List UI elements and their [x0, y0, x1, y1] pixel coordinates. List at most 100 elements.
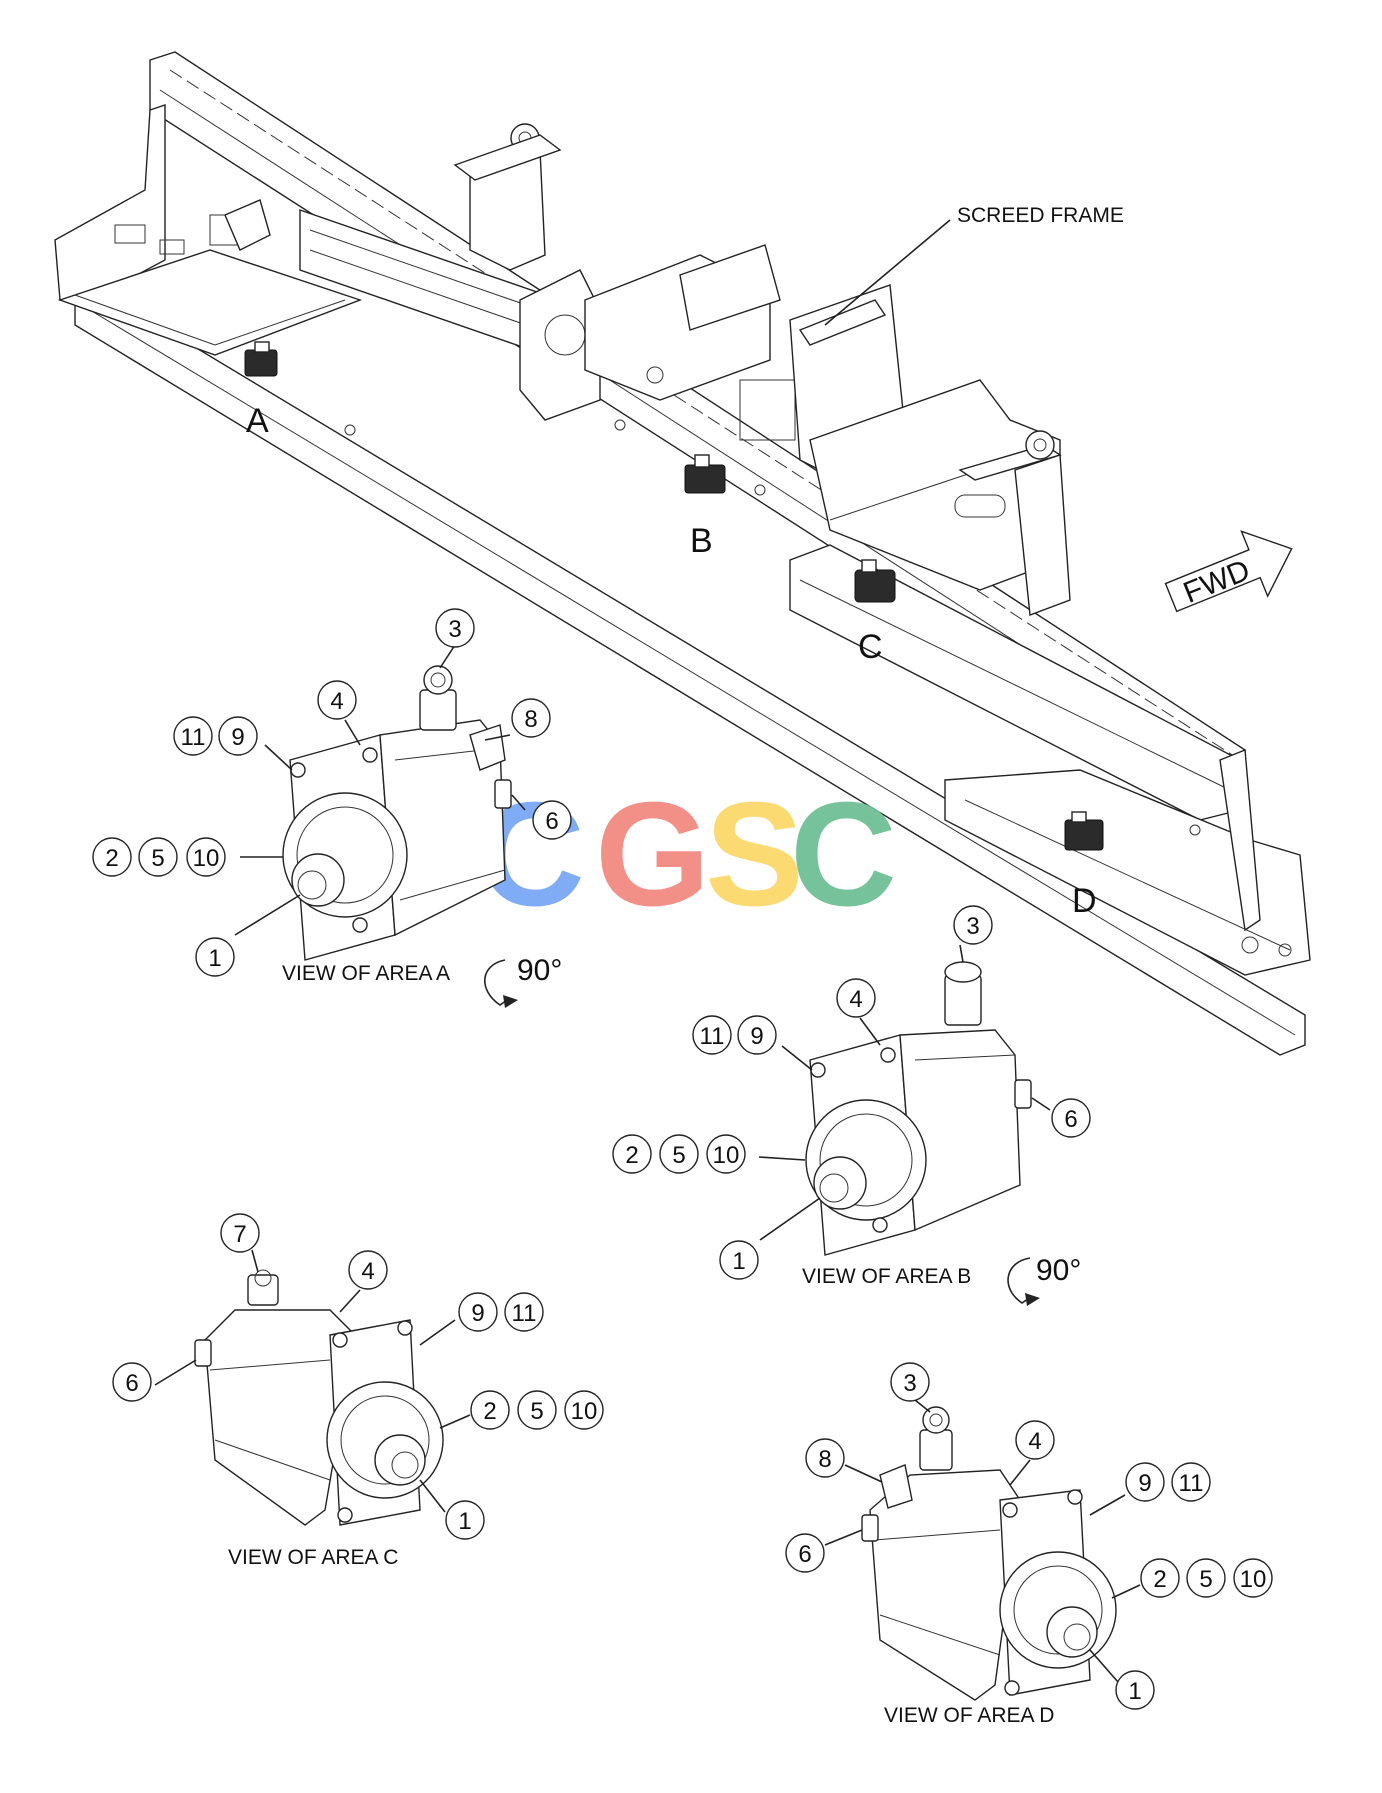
callout-bubble: 9 — [1125, 1462, 1165, 1502]
callout-bubble: 6 — [785, 1533, 825, 1573]
callout-bubble: 4 — [317, 680, 357, 720]
svg-text:8: 8 — [818, 1446, 831, 1473]
svg-text:9: 9 — [471, 1300, 484, 1327]
svg-text:1: 1 — [1128, 1678, 1141, 1705]
callout-bubble: 5 — [659, 1134, 699, 1174]
callout-bubble: 3 — [435, 608, 475, 648]
svg-text:9: 9 — [231, 724, 244, 751]
svg-text:6: 6 — [798, 1541, 811, 1568]
motor-drawing — [282, 665, 512, 961]
callout-bubble: 10 — [564, 1390, 604, 1430]
area-a-letter: A — [246, 402, 269, 440]
area-b-letter: B — [690, 522, 713, 560]
callout-bubble: 3 — [953, 905, 993, 945]
callout-bubble: 5 — [1186, 1558, 1226, 1598]
view-caption: VIEW OF AREA D — [884, 1704, 1054, 1727]
svg-text:4: 4 — [361, 1258, 374, 1285]
svg-text:10: 10 — [1240, 1566, 1267, 1593]
watermark-letter: C — [790, 772, 897, 937]
callout-bubble: 1 — [445, 1500, 485, 1540]
svg-text:11: 11 — [1179, 1470, 1204, 1497]
view-caption: VIEW OF AREA A — [282, 962, 450, 985]
callout-bubble: 4 — [1015, 1420, 1055, 1460]
view-area-d: 3 4 8 9 11 6 2 5 10 1 VIEW OF AREA D — [785, 1362, 1273, 1727]
callout-bubble: 9 — [737, 1015, 777, 1055]
callout-bubble: 4 — [348, 1250, 388, 1290]
callout-bubble: 2 — [1140, 1558, 1180, 1598]
callout-bubble: 2 — [92, 837, 132, 877]
callout-bubble: 7 — [220, 1213, 260, 1253]
area-d-letter: D — [1072, 882, 1097, 920]
callout-bubble: 3 — [890, 1362, 930, 1402]
callout-bubble: 5 — [138, 837, 178, 877]
callout-bubble: 6 — [532, 800, 572, 840]
svg-text:5: 5 — [151, 845, 164, 872]
svg-text:6: 6 — [125, 1370, 138, 1397]
callout-bubble: 1 — [719, 1240, 759, 1280]
svg-text:1: 1 — [458, 1508, 471, 1535]
svg-text:7: 7 — [233, 1221, 246, 1248]
svg-text:5: 5 — [1199, 1566, 1212, 1593]
svg-text:2: 2 — [105, 845, 118, 872]
svg-text:4: 4 — [330, 688, 343, 715]
view-area-b: 3 4 11 9 6 2 5 10 1 VIEW OF AREA B 90° — [612, 905, 1091, 1306]
callout-bubble: 8 — [805, 1438, 845, 1478]
svg-text:6: 6 — [1064, 1106, 1077, 1133]
callout-bubble: 6 — [1051, 1098, 1091, 1138]
rotation-label: 90° — [517, 954, 562, 987]
svg-text:3: 3 — [903, 1370, 916, 1397]
rotation-arrow-icon — [484, 959, 518, 1008]
callout-bubble: 1 — [195, 937, 235, 977]
callout-bubble: 10 — [1233, 1558, 1273, 1598]
watermark-letter: S — [705, 772, 804, 937]
motor-drawing — [861, 1406, 1117, 1701]
rotation-label: 90° — [1036, 1254, 1081, 1287]
callout-bubble: 4 — [836, 978, 876, 1018]
callout-bubble: 5 — [517, 1390, 557, 1430]
callout-bubble: 11 — [1171, 1462, 1211, 1502]
view-area-c: 7 4 9 11 6 2 5 10 1 VIEW OF AREA C — [112, 1213, 604, 1569]
svg-text:3: 3 — [448, 616, 461, 643]
area-c-letter: C — [858, 628, 883, 666]
motor-drawing — [805, 961, 1032, 1256]
rotation-arrow-icon — [1007, 1257, 1040, 1306]
callout-bubble: 1 — [1115, 1670, 1155, 1710]
fwd-arrow-icon: FWD — [1164, 530, 1293, 613]
svg-text:6: 6 — [545, 808, 558, 835]
callout-bubble: 6 — [112, 1362, 152, 1402]
svg-text:5: 5 — [530, 1398, 543, 1425]
svg-text:2: 2 — [1153, 1566, 1166, 1593]
callout-bubble: 10 — [186, 837, 226, 877]
svg-text:10: 10 — [713, 1142, 740, 1169]
callout-bubble: 2 — [612, 1134, 652, 1174]
svg-text:3: 3 — [966, 913, 979, 940]
view-caption: VIEW OF AREA C — [228, 1546, 398, 1569]
watermark-letter: G — [595, 772, 710, 937]
watermark: C G S C — [478, 772, 897, 937]
screed-frame-label: SCREED FRAME — [957, 204, 1124, 227]
callout-bubble: 2 — [470, 1390, 510, 1430]
svg-text:11: 11 — [700, 1023, 725, 1050]
svg-text:9: 9 — [750, 1023, 763, 1050]
svg-text:8: 8 — [524, 706, 537, 733]
svg-text:5: 5 — [672, 1142, 685, 1169]
callout-bubble: 11 — [173, 716, 213, 756]
view-area-a: 3 4 8 11 9 6 2 5 10 1 VIEW OF AREA A 90° — [92, 608, 572, 1008]
svg-text:1: 1 — [732, 1248, 745, 1275]
callout-bubble: 8 — [511, 698, 551, 738]
motor-drawing — [194, 1269, 444, 1526]
callout-bubble: 11 — [692, 1015, 732, 1055]
svg-text:4: 4 — [1028, 1428, 1041, 1455]
fwd-label: FWD — [1179, 554, 1255, 610]
callout-bubble: 10 — [706, 1134, 746, 1174]
svg-text:2: 2 — [483, 1398, 496, 1425]
view-caption: VIEW OF AREA B — [802, 1265, 971, 1288]
svg-text:11: 11 — [181, 724, 206, 751]
svg-text:10: 10 — [571, 1398, 598, 1425]
callout-bubble: 9 — [458, 1292, 498, 1332]
screed-frame-drawing: SCREED FRAME A B C D FWD — [54, 51, 1311, 1056]
callout-bubble: 11 — [504, 1292, 544, 1332]
svg-text:9: 9 — [1138, 1470, 1151, 1497]
svg-text:11: 11 — [512, 1300, 537, 1327]
